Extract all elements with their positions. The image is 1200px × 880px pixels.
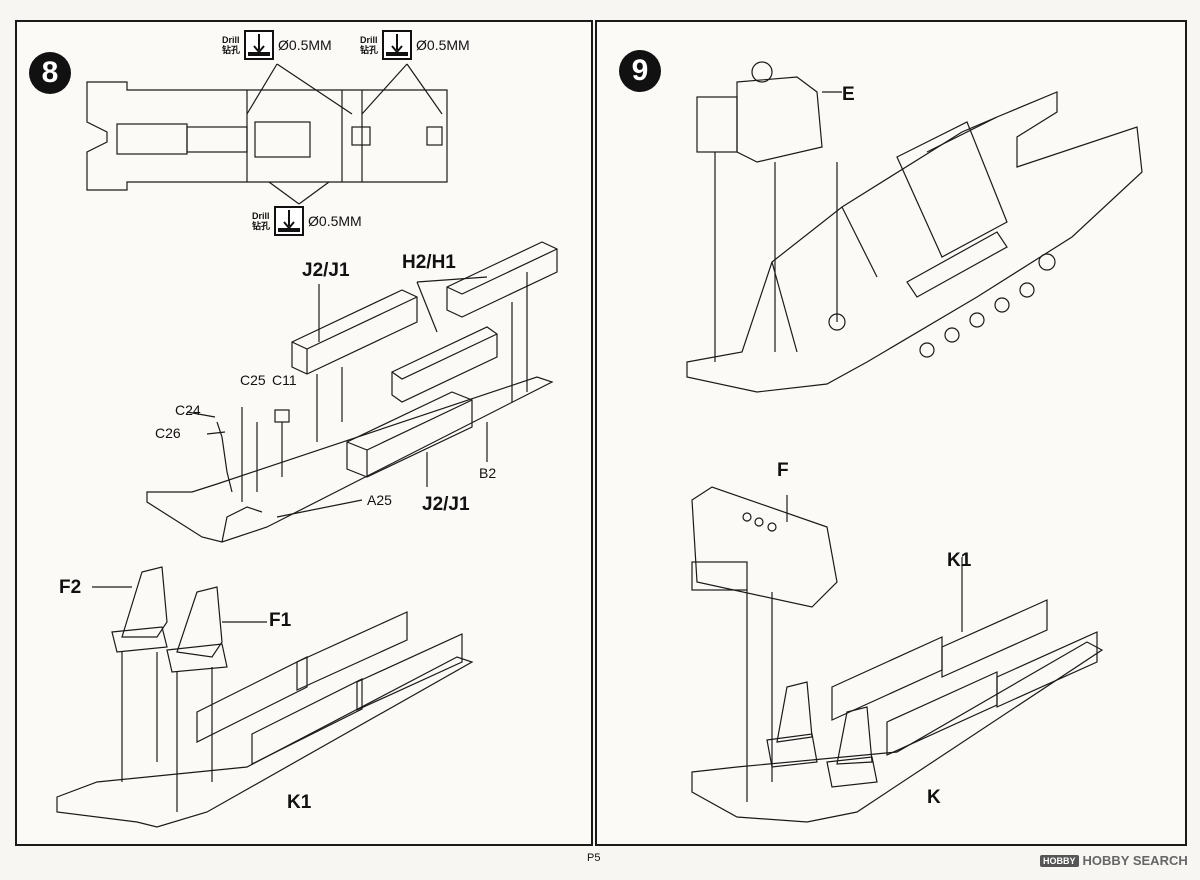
part-label-f1: F1 xyxy=(269,610,292,631)
part-label-c11: C11 xyxy=(272,372,297,388)
drill-label-zh: 钻孔 xyxy=(222,45,241,55)
step-9-badge: 9 xyxy=(619,50,661,92)
drill-label-en: Drill xyxy=(222,35,240,45)
drill-size: Ø0.5MM xyxy=(308,213,362,229)
step-9-panel: 9 xyxy=(595,20,1187,846)
drill-size: Ø0.5MM xyxy=(278,37,332,53)
watermark-logo: HOBBY xyxy=(1040,854,1079,867)
part-label-b2: B2 xyxy=(479,465,497,481)
part-label-a25: A25 xyxy=(367,492,392,508)
drill-callout-2: Drill 钻孔 Ø0.5MM xyxy=(360,30,470,60)
part-label-j2j1-top: J2/J1 xyxy=(302,260,350,281)
part-label-j2j1-bottom: J2/J1 xyxy=(422,494,470,515)
part-label-c24: C24 xyxy=(175,402,201,418)
watermark: HOBBY HOBBY SEARCH xyxy=(1040,853,1188,868)
drill-label-en: Drill xyxy=(360,35,378,45)
part-label-h2h1: H2/H1 xyxy=(402,252,456,273)
page-number: P5 xyxy=(587,852,601,864)
drill-label-zh: 钻孔 xyxy=(252,221,271,231)
step-9-illustration xyxy=(686,61,1143,823)
drill-size: Ø0.5MM xyxy=(416,37,470,53)
drill-bit-icon xyxy=(244,30,275,60)
drill-label-en: Drill xyxy=(252,211,270,221)
drill-callout-3: Drill 钻孔 Ø0.5MM xyxy=(252,206,362,236)
drill-bit-icon xyxy=(382,30,413,60)
step-8-illustration xyxy=(56,63,558,828)
step-8-panel: 8 xyxy=(15,20,593,846)
drill-bit-icon xyxy=(274,206,305,236)
part-label-k: K xyxy=(927,787,941,808)
part-label-f: F xyxy=(777,460,789,481)
part-label-k1: K1 xyxy=(287,792,312,813)
part-label-e: E xyxy=(842,84,855,105)
part-label-k1: K1 xyxy=(947,550,972,571)
part-label-f2: F2 xyxy=(59,577,82,598)
part-label-c25: C25 xyxy=(240,372,266,388)
step-8-badge: 8 xyxy=(29,52,71,94)
part-label-c26: C26 xyxy=(155,425,181,441)
drill-callout-1: Drill 钻孔 Ø0.5MM xyxy=(222,30,332,60)
drill-label-zh: 钻孔 xyxy=(360,45,379,55)
watermark-text: HOBBY SEARCH xyxy=(1082,853,1188,868)
